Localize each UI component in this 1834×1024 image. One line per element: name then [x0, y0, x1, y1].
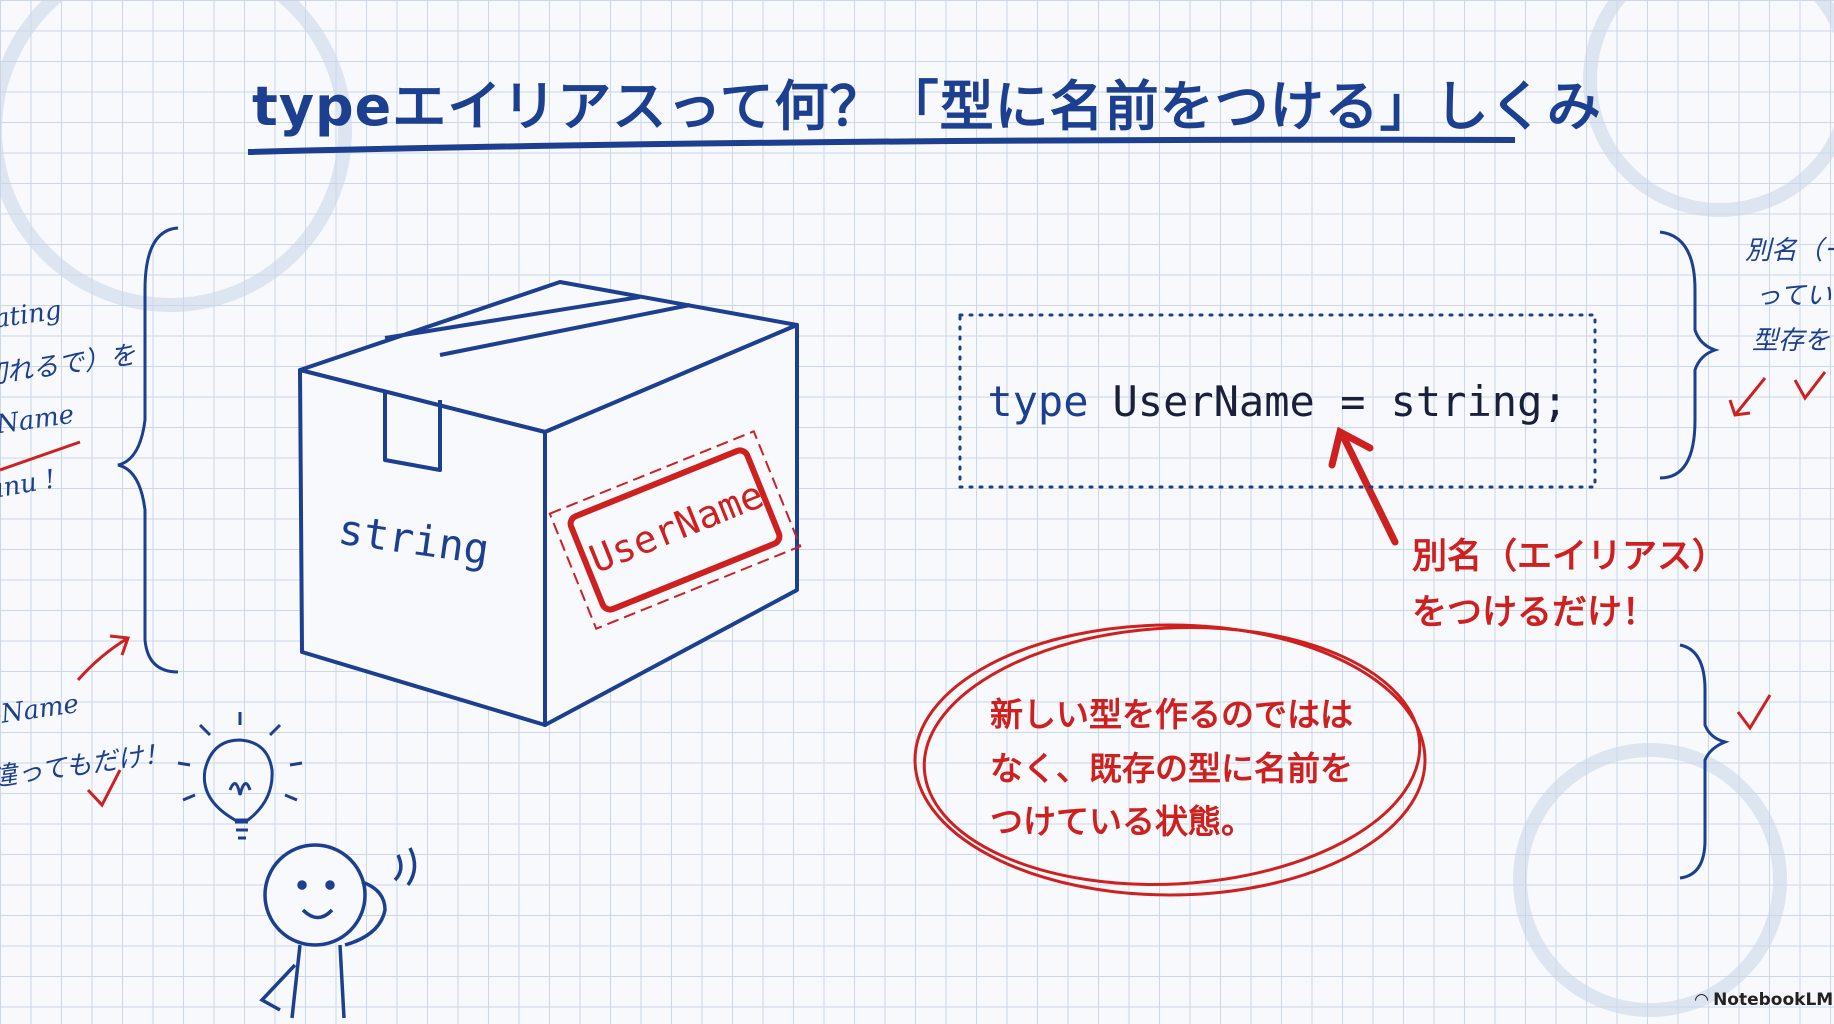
- check-mark-icon: [0, 371, 1827, 808]
- note-line-1: 新しい型を作るのではは: [990, 695, 1353, 734]
- watermark-text: NotebookLM: [1713, 990, 1834, 1010]
- margin-note-right: 型存を: [1752, 326, 1831, 356]
- right-brace-bottom: [1679, 643, 1730, 880]
- username-stamp: [548, 430, 802, 630]
- cardboard-box: [298, 280, 799, 727]
- callout-line-1: 別名（エイリアス）: [1412, 537, 1728, 577]
- code-frame: [958, 313, 1597, 489]
- stick-figure-thinking: [259, 843, 417, 1019]
- arrow-icon: [1328, 426, 1399, 546]
- notebooklm-logo-icon: ◠: [1695, 990, 1709, 1010]
- right-brace-top: [1659, 230, 1720, 480]
- note-ellipse: [913, 623, 1427, 897]
- lightbulb-icon: [177, 712, 303, 840]
- page-title: typeエイリアスって何？「型に名前をつける」しくみ: [252, 75, 1602, 138]
- code-body: UserName = string;: [1112, 376, 1568, 426]
- title-underline: [247, 136, 1516, 155]
- code-keyword: type: [987, 376, 1089, 426]
- note-line-2: なく、既存の型に名前を: [990, 749, 1353, 788]
- left-brace: [117, 226, 179, 674]
- code-snippet: type UserName = string;: [960, 315, 1595, 487]
- watermark: ◠ NotebookLM: [1695, 990, 1833, 1010]
- margin-note-right: っていた: [1755, 281, 1834, 311]
- note-line-3: つけている状態。: [990, 802, 1254, 841]
- margin-note-right: 別名（ー: [1745, 236, 1834, 266]
- callout-line-2: をつけるだけ！: [1412, 593, 1658, 633]
